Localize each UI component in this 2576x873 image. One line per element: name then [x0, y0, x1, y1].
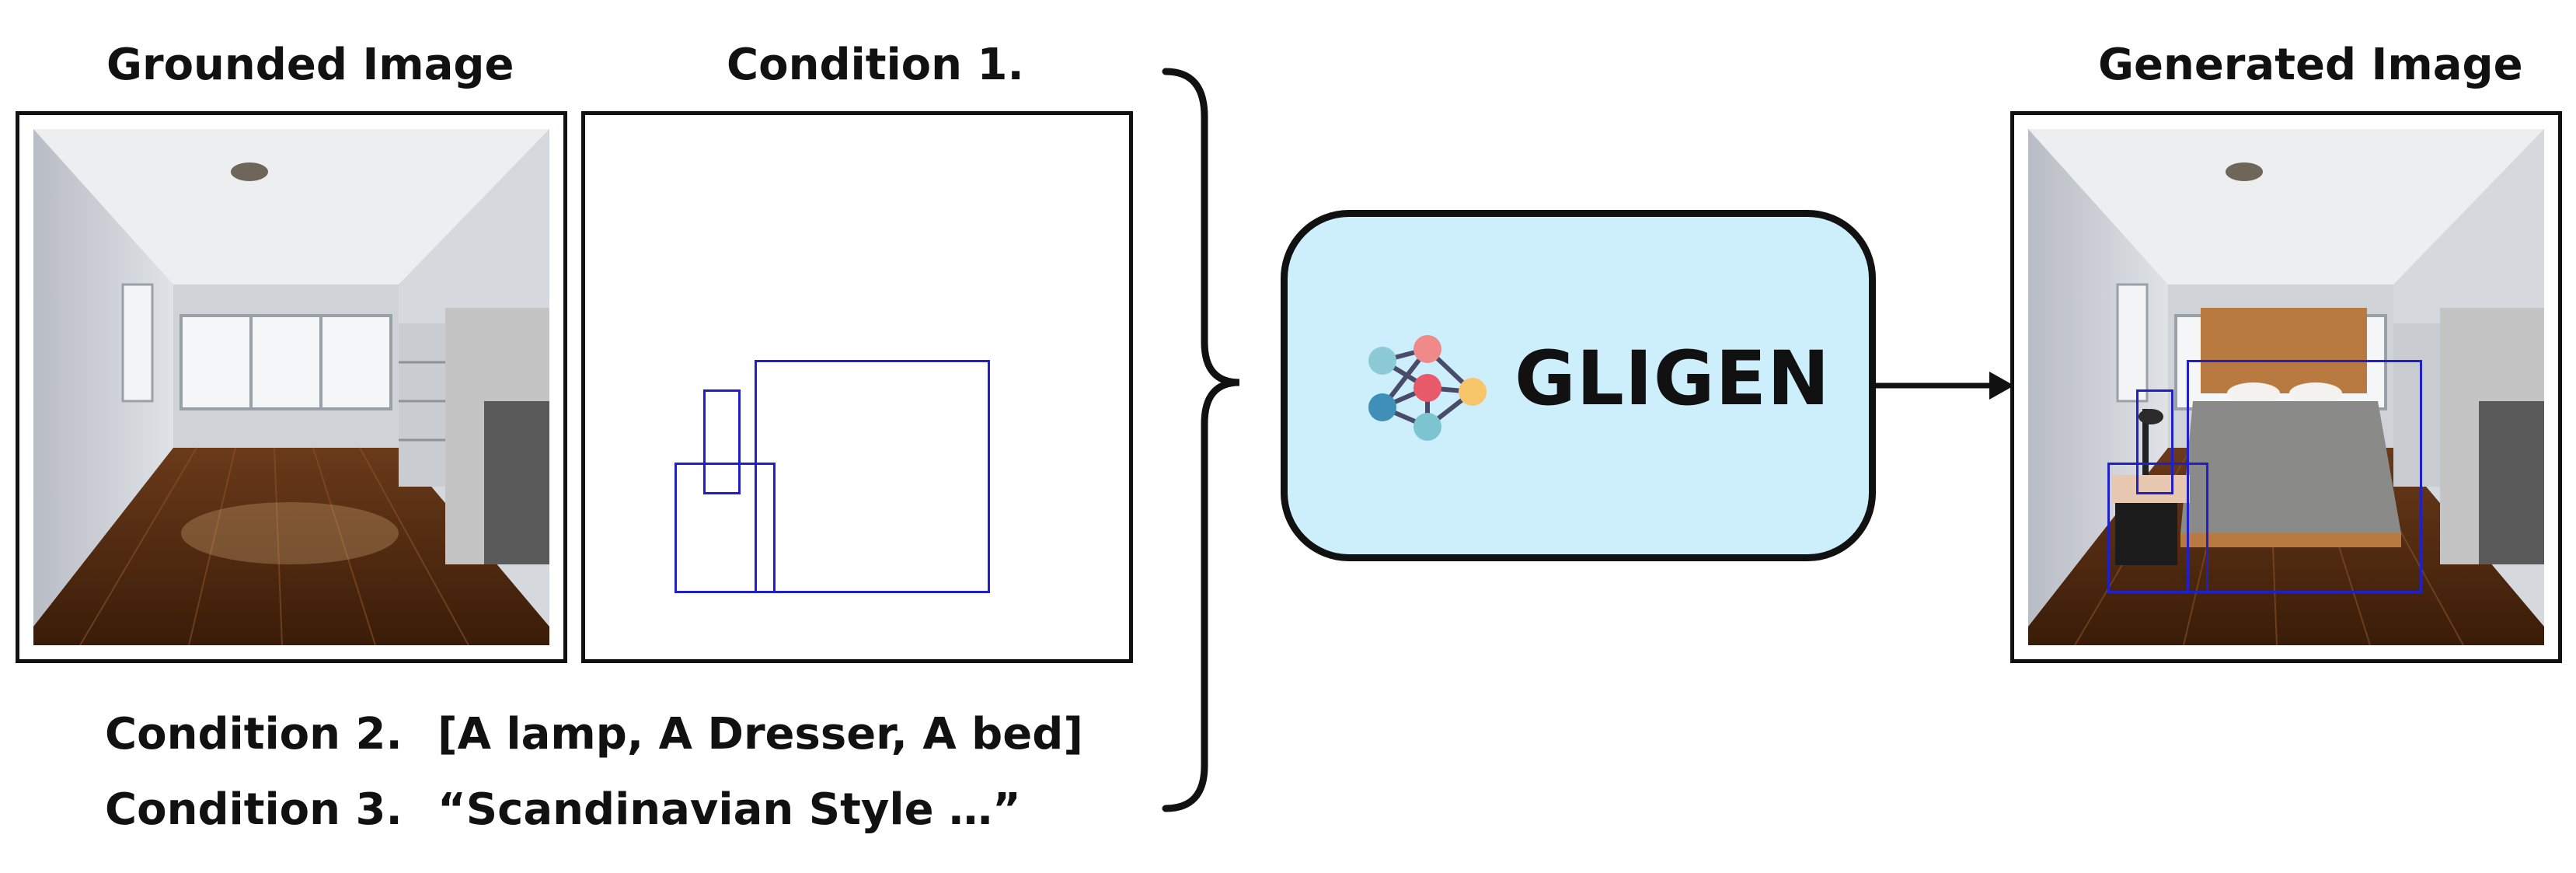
grounded-image-panel: [16, 111, 567, 663]
generated-bbox-bed: [2187, 360, 2422, 593]
generated-image-panel: [2010, 111, 2562, 663]
bbox-lamp: [703, 389, 741, 494]
condition-3-value: “Scandinavian Style …”: [437, 784, 1021, 835]
bbox-dresser: [675, 463, 776, 593]
furnished-room-photo: [2028, 129, 2544, 645]
model-name: GLIGEN: [1515, 335, 1831, 422]
empty-room-photo: [33, 129, 549, 645]
gligen-model-box: GLIGEN: [1281, 210, 1876, 561]
condition-2-label: Condition 2.: [105, 709, 403, 760]
generated-bbox-lamp: [2136, 389, 2173, 494]
condition-2-value: [A lamp, A Dresser, A bed]: [437, 709, 1083, 760]
condition-3-label: Condition 3.: [105, 784, 403, 835]
network-logo-icon: [1368, 335, 1487, 441]
bbox-bed: [755, 360, 990, 593]
condition-1-panel: [581, 111, 1133, 663]
condition-1-title: Condition 1.: [727, 40, 1024, 90]
grounded-image-title: Grounded Image: [106, 40, 514, 90]
generated-image-title: Generated Image: [2098, 40, 2523, 90]
curly-brace-icon: [1162, 68, 1240, 812]
generated-bbox-dresser: [2107, 463, 2208, 593]
